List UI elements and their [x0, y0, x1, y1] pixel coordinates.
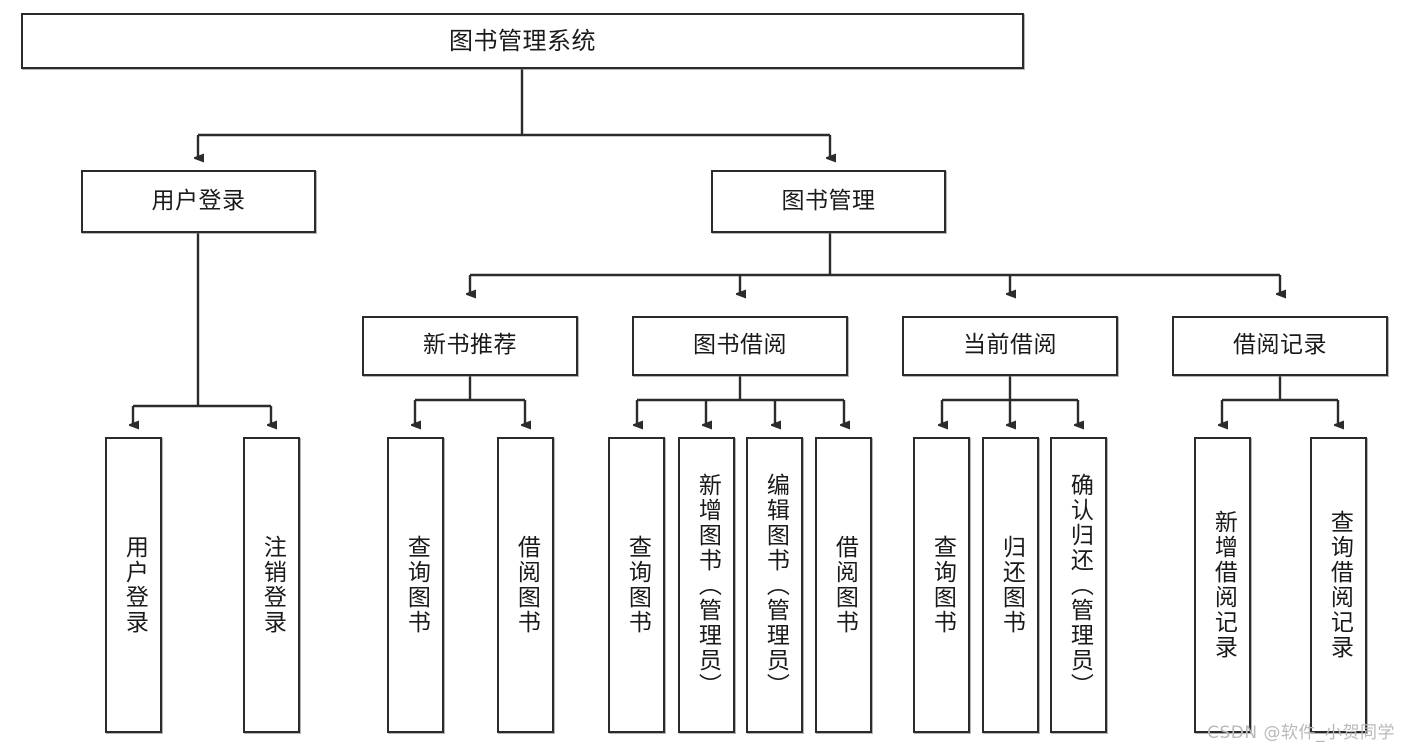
- node-label: 查询图书: [929, 535, 956, 635]
- node-label: 图书管理: [781, 187, 876, 214]
- node-label: 新增借阅记录: [1210, 510, 1237, 660]
- leaf-recommend-borrow-book[interactable]: 借阅图书: [497, 437, 554, 733]
- node-label: 归还图书: [998, 535, 1025, 635]
- watermark: CSDN @软件_小贺同学: [1207, 723, 1395, 743]
- leaf-recommend-query-book[interactable]: 查询图书: [387, 437, 444, 733]
- node-label: 图书管理系统: [449, 26, 596, 55]
- node-label: 借阅记录: [1233, 332, 1327, 359]
- leaf-query-borrow-record[interactable]: 查询借阅记录: [1310, 437, 1367, 733]
- leaf-confirm-return-admin[interactable]: 确认归还（管理员）: [1050, 437, 1107, 733]
- node-label: 当前借阅: [963, 332, 1057, 359]
- leaf-current-query-book[interactable]: 查询图书: [913, 437, 970, 733]
- node-label: 用户登录: [121, 535, 148, 635]
- node-label: 图书借阅: [693, 332, 787, 359]
- node-root-system[interactable]: 图书管理系统: [21, 13, 1024, 69]
- node-label: 确认归还（管理员）: [1066, 472, 1093, 698]
- leaf-borrow-book[interactable]: 借阅图书: [815, 437, 872, 733]
- node-label: 查询图书: [624, 535, 651, 635]
- leaf-user-logout[interactable]: 注销登录: [243, 437, 300, 733]
- node-label: 借阅图书: [831, 535, 858, 635]
- node-label: 查询借阅记录: [1326, 510, 1353, 660]
- node-current-borrow[interactable]: 当前借阅: [902, 316, 1118, 376]
- node-label: 查询图书: [403, 535, 430, 635]
- node-new-book-recommendation[interactable]: 新书推荐: [362, 316, 578, 376]
- node-label: 注销登录: [259, 535, 286, 635]
- node-label: 用户登录: [151, 187, 246, 214]
- leaf-add-borrow-record[interactable]: 新增借阅记录: [1194, 437, 1251, 733]
- node-label: 借阅图书: [513, 535, 540, 635]
- leaf-add-book-admin[interactable]: 新增图书（管理员）: [678, 437, 735, 733]
- leaf-borrow-query-book[interactable]: 查询图书: [608, 437, 665, 733]
- node-label: 编辑图书（管理员）: [762, 472, 789, 698]
- leaf-user-login[interactable]: 用户登录: [105, 437, 162, 733]
- node-user-login[interactable]: 用户登录: [81, 170, 316, 233]
- leaf-return-book[interactable]: 归还图书: [982, 437, 1039, 733]
- node-label: 新增图书（管理员）: [694, 472, 721, 698]
- node-book-management[interactable]: 图书管理: [711, 170, 946, 233]
- node-borrow-record[interactable]: 借阅记录: [1172, 316, 1388, 376]
- leaf-edit-book-admin[interactable]: 编辑图书（管理员）: [746, 437, 803, 733]
- node-book-borrow[interactable]: 图书借阅: [632, 316, 848, 376]
- node-label: 新书推荐: [423, 332, 517, 359]
